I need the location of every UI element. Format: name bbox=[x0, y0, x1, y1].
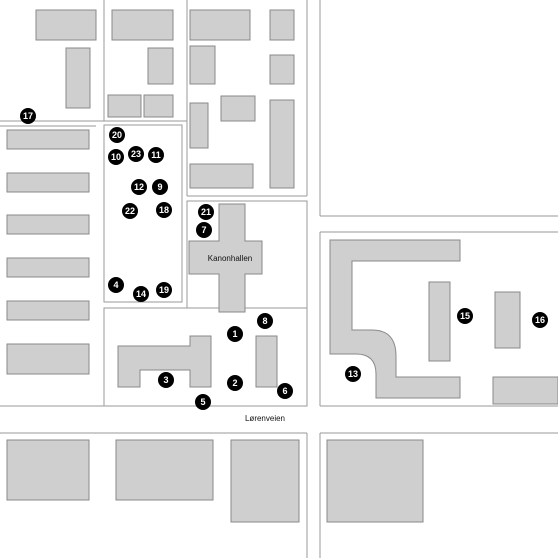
svg-text:17: 17 bbox=[23, 111, 33, 121]
marker-8[interactable]: 8 bbox=[257, 313, 273, 329]
building bbox=[230, 439, 300, 523]
marker-16[interactable]: 16 bbox=[532, 312, 548, 328]
marker-22[interactable]: 22 bbox=[122, 203, 138, 219]
building bbox=[143, 94, 174, 118]
building bbox=[6, 439, 90, 501]
marker-21[interactable]: 21 bbox=[198, 204, 214, 220]
svg-text:12: 12 bbox=[134, 182, 144, 192]
svg-text:14: 14 bbox=[136, 289, 146, 299]
marker-1[interactable]: 1 bbox=[227, 326, 243, 342]
marker-6[interactable]: 6 bbox=[277, 383, 293, 399]
marker-18[interactable]: 18 bbox=[156, 202, 172, 218]
building bbox=[326, 439, 424, 523]
marker-4[interactable]: 4 bbox=[108, 277, 124, 293]
building bbox=[189, 163, 254, 189]
building bbox=[189, 45, 216, 85]
svg-text:1: 1 bbox=[232, 329, 237, 339]
lorenveien-label: Lørenveien bbox=[245, 414, 285, 423]
building bbox=[6, 343, 90, 375]
building bbox=[6, 300, 90, 321]
building bbox=[115, 439, 214, 501]
svg-text:3: 3 bbox=[163, 375, 168, 385]
marker-23[interactable]: 23 bbox=[128, 146, 144, 162]
building bbox=[269, 9, 295, 41]
kanonhallen-label: Kanonhallen bbox=[208, 254, 252, 263]
svg-text:2: 2 bbox=[232, 378, 237, 388]
building bbox=[65, 47, 91, 109]
svg-text:5: 5 bbox=[200, 397, 205, 407]
svg-text:15: 15 bbox=[460, 311, 470, 321]
building bbox=[6, 257, 90, 278]
building-curved bbox=[329, 239, 461, 399]
building bbox=[220, 95, 256, 122]
building bbox=[111, 9, 174, 41]
marker-19[interactable]: 19 bbox=[156, 282, 172, 298]
building bbox=[117, 335, 212, 388]
marker-13[interactable]: 13 bbox=[345, 366, 361, 382]
building bbox=[494, 291, 521, 349]
building bbox=[189, 9, 251, 41]
building bbox=[147, 47, 174, 85]
svg-text:21: 21 bbox=[201, 207, 211, 217]
svg-text:7: 7 bbox=[201, 225, 206, 235]
svg-text:16: 16 bbox=[535, 315, 545, 325]
svg-text:13: 13 bbox=[348, 369, 358, 379]
marker-2[interactable]: 2 bbox=[227, 375, 243, 391]
svg-text:9: 9 bbox=[157, 182, 162, 192]
building bbox=[269, 54, 295, 85]
marker-15[interactable]: 15 bbox=[457, 308, 473, 324]
building bbox=[492, 376, 558, 405]
marker-12[interactable]: 12 bbox=[131, 179, 147, 195]
svg-text:8: 8 bbox=[262, 316, 267, 326]
building bbox=[189, 102, 209, 149]
marker-9[interactable]: 9 bbox=[152, 179, 168, 195]
building-kanonhallen[interactable] bbox=[188, 203, 263, 313]
marker-7[interactable]: 7 bbox=[196, 222, 212, 238]
building bbox=[6, 172, 90, 193]
building bbox=[269, 99, 295, 189]
building bbox=[428, 281, 451, 362]
marker-14[interactable]: 14 bbox=[133, 286, 149, 302]
block-kanonhallen bbox=[186, 200, 308, 309]
building bbox=[255, 335, 278, 388]
buildings bbox=[6, 9, 558, 523]
building bbox=[6, 129, 90, 150]
marker-20[interactable]: 20 bbox=[109, 127, 125, 143]
marker-3[interactable]: 3 bbox=[158, 372, 174, 388]
svg-text:20: 20 bbox=[112, 130, 122, 140]
markers[interactable]: 1 2 3 4 5 6 7 8 9 10 11 12 13 14 15 16 1… bbox=[20, 108, 548, 410]
building bbox=[35, 9, 97, 41]
svg-text:23: 23 bbox=[131, 149, 141, 159]
svg-text:6: 6 bbox=[282, 386, 287, 396]
building bbox=[6, 214, 90, 235]
marker-5[interactable]: 5 bbox=[195, 394, 211, 410]
svg-text:10: 10 bbox=[111, 152, 121, 162]
block-marker-yard bbox=[103, 124, 183, 303]
svg-text:18: 18 bbox=[159, 205, 169, 215]
svg-text:22: 22 bbox=[125, 206, 135, 216]
svg-text:11: 11 bbox=[151, 150, 161, 160]
marker-11[interactable]: 11 bbox=[148, 147, 164, 163]
marker-17[interactable]: 17 bbox=[20, 108, 36, 124]
svg-text:19: 19 bbox=[159, 285, 169, 295]
marker-10[interactable]: 10 bbox=[108, 149, 124, 165]
building bbox=[107, 94, 142, 118]
svg-text:4: 4 bbox=[113, 280, 118, 290]
city-blocks bbox=[103, 124, 308, 407]
